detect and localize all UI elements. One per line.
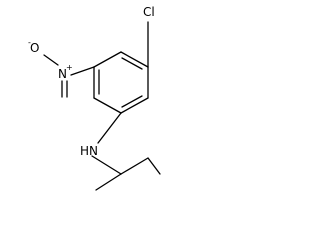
amine-label: HN [80,144,98,158]
n-ch-bond [91,155,122,175]
ring-bond-6 [93,51,122,68]
chlorine-label: Cl [143,5,155,19]
nitro-n-o-single-bond [43,54,59,66]
c-nitro-bond [70,66,95,76]
c-amine-bond [97,112,122,144]
nitro-nitrogen-charge: + [66,63,73,72]
nitro-oxygen-label: O [30,41,39,55]
ring-double-bond-a [121,57,143,70]
ring-bond-4 [93,97,122,114]
ring-bond-1 [120,51,149,68]
ring-bond-3 [120,97,149,114]
ch-ch2-bond [120,157,149,175]
sec-butyl-group [91,155,161,191]
nitro-oxygen-charge: - [28,38,31,47]
ch2-ch3-bond [147,157,161,175]
benzene-ring [93,51,149,114]
ring-double-bond-b [121,95,143,108]
ch-ch3-bond [95,173,122,191]
nitro-nitrogen-label: N [58,67,67,81]
molecule-structure: Cl N + O - HN [28,5,161,191]
